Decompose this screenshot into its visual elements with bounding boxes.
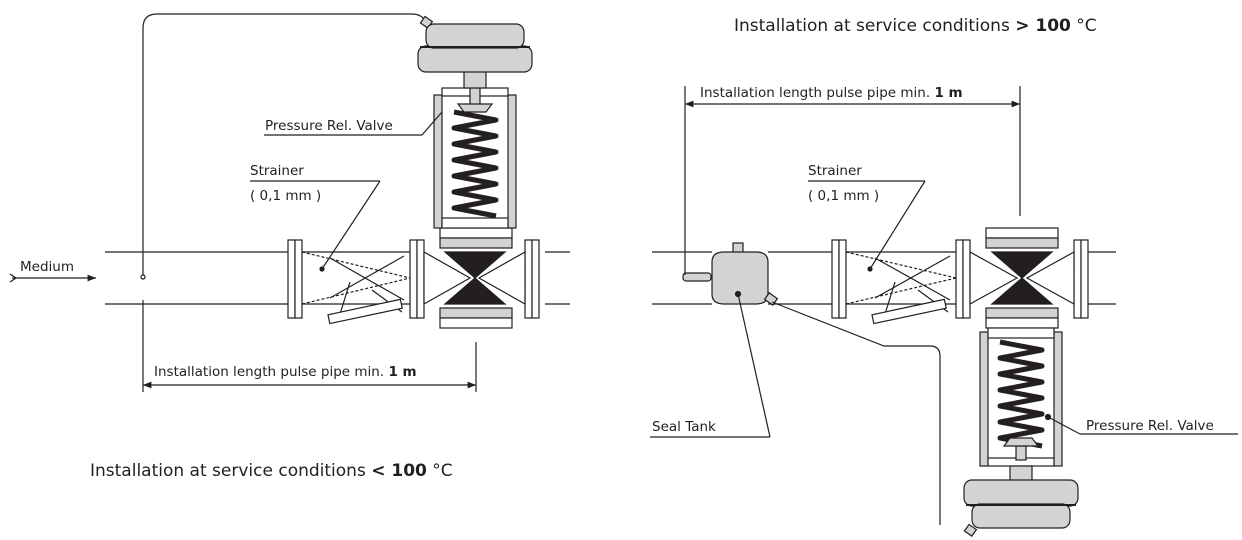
left-caption-text: Installation at service conditions: [90, 461, 366, 481]
right-strainer-label: Strainer: [808, 163, 862, 179]
right-length-text: Installation length pulse pipe min.: [700, 85, 930, 101]
right-length-value: 1 m: [934, 85, 962, 101]
medium-label: Medium: [20, 259, 74, 275]
right-strainer-mesh: ( 0,1 mm ): [808, 188, 879, 204]
medium-flow-arrow: [9, 273, 96, 283]
right-inlet-stub: [682, 272, 712, 282]
right-valve-leader: [1047, 416, 1081, 435]
seal-tank-label: Seal Tank: [652, 419, 716, 435]
left-strainer: [287, 239, 411, 325]
left-spring-column: [433, 87, 517, 229]
left-main-pipe: [105, 251, 570, 305]
left-strainer-mesh: ( 0,1 mm ): [250, 188, 321, 204]
right-actuator: [963, 465, 1079, 537]
right-installation: [650, 86, 1238, 537]
right-length-dimension: [684, 86, 1021, 275]
seal-tank: [711, 242, 779, 306]
right-caption: Installation at service conditions > 100…: [734, 16, 1097, 36]
left-length-value: 1 m: [388, 364, 416, 380]
right-valve-label: Pressure Rel. Valve: [1086, 418, 1214, 434]
left-caption-op: < 100: [371, 461, 427, 481]
left-length-label: Installation length pulse pipe min. 1 m: [154, 364, 417, 380]
left-valve-label: Pressure Rel. Valve: [265, 118, 393, 134]
left-actuator: [417, 23, 533, 89]
right-caption-unit: °C: [1071, 16, 1097, 36]
left-length-dimension: [142, 300, 477, 392]
right-pulse-pipe: [771, 301, 941, 525]
left-length-text: Installation length pulse pipe min.: [154, 364, 384, 380]
right-valve-body: [955, 227, 1089, 329]
left-pulse-pipe: [140, 13, 434, 280]
right-caption-text: Installation at service conditions: [734, 16, 1010, 36]
left-valve-body: [409, 227, 540, 329]
left-installation: [9, 13, 570, 392]
left-strainer-label: Strainer: [250, 163, 304, 179]
left-caption-unit: °C: [427, 461, 453, 481]
left-caption: Installation at service conditions < 100…: [90, 461, 453, 481]
right-strainer: [831, 239, 957, 325]
right-length-label: Installation length pulse pipe min. 1 m: [700, 85, 963, 101]
right-caption-op: > 100: [1015, 16, 1071, 36]
right-spring-column: [979, 327, 1063, 467]
